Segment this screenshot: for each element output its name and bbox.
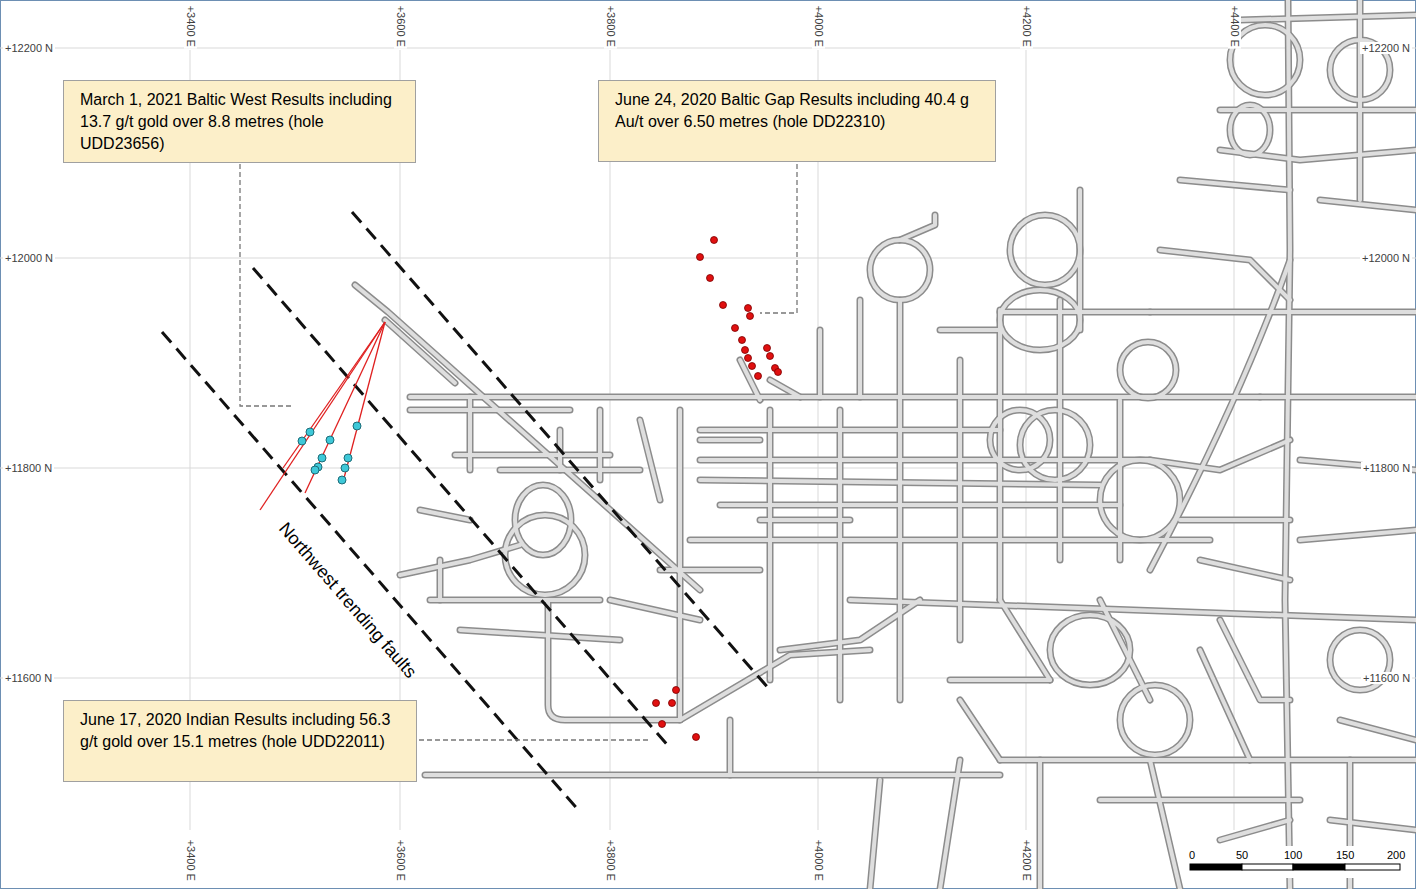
grid-coordinate: +4400 E bbox=[1228, 3, 1241, 48]
drift-outline bbox=[355, 0, 1416, 889]
grid-coordinate: +11800 N bbox=[3, 462, 54, 475]
callout-box: June 24, 2020 Baltic Gap Results includi… bbox=[598, 80, 996, 162]
grid-coordinate: +4200 E bbox=[1020, 837, 1033, 882]
grid-coordinate: +12000 N bbox=[3, 252, 55, 265]
underground-workings bbox=[355, 0, 1416, 889]
grid-coordinate: +4200 E bbox=[1020, 3, 1033, 48]
scale-label: 100 bbox=[1282, 849, 1304, 862]
drill-intercepts bbox=[653, 237, 782, 741]
grid-coordinate: +3400 E bbox=[184, 3, 197, 48]
grid-coordinate: +3600 E bbox=[394, 837, 407, 882]
grid-coordinate: +4000 E bbox=[812, 3, 825, 48]
grid-coordinate: +3800 E bbox=[604, 837, 617, 882]
drift-fill bbox=[355, 0, 1416, 889]
callout-box: March 1, 2021 Baltic West Results includ… bbox=[63, 80, 416, 163]
callout-text: June 24, 2020 Baltic Gap Results includi… bbox=[615, 89, 985, 133]
scale-label: 150 bbox=[1334, 849, 1356, 862]
grid-coordinate: +3600 E bbox=[394, 3, 407, 48]
grid-coordinate: +12200 N bbox=[3, 42, 55, 55]
callout-text: June 17, 2020 Indian Results including 5… bbox=[80, 709, 406, 753]
grid-coordinate: +4000 E bbox=[812, 837, 825, 882]
grid-coordinate: +3800 E bbox=[604, 3, 617, 48]
grid-coordinate: +12200 N bbox=[1360, 42, 1412, 55]
grid-coordinate: +11800 N bbox=[1361, 462, 1412, 475]
callout-text: March 1, 2021 Baltic West Results includ… bbox=[80, 89, 405, 155]
grid-coordinate: +12000 N bbox=[1360, 252, 1412, 265]
scale-label: 50 bbox=[1234, 849, 1250, 862]
grid-coordinate: +3400 E bbox=[184, 837, 197, 882]
callout-box: June 17, 2020 Indian Results including 5… bbox=[63, 700, 417, 782]
leader-lines bbox=[240, 164, 797, 740]
drill-traces bbox=[260, 322, 385, 510]
scale-bar bbox=[1184, 846, 1406, 878]
assay-intercepts bbox=[298, 422, 361, 484]
grid-coordinate: +11600 N bbox=[1361, 672, 1412, 685]
scale-label: 200 bbox=[1385, 849, 1407, 862]
grid-coordinate: +11600 N bbox=[3, 672, 54, 685]
scale-label: 0 bbox=[1187, 849, 1197, 862]
